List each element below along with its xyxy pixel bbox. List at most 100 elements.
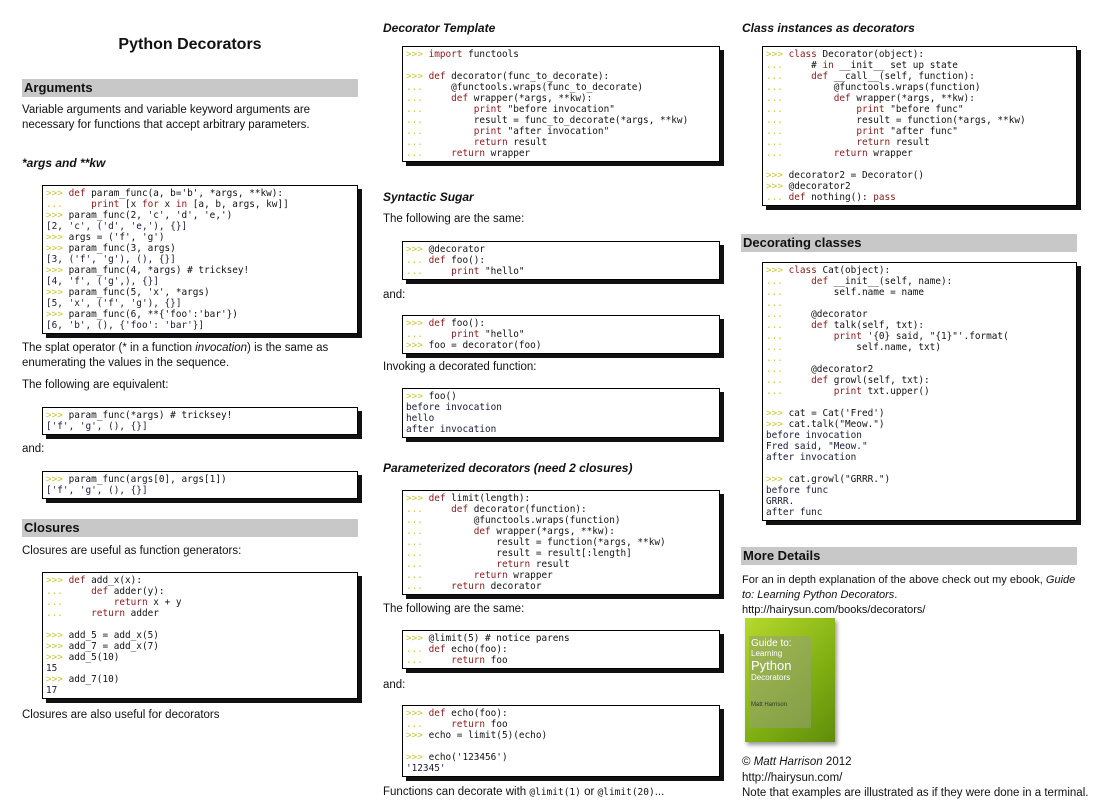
prompt: >>> — [766, 265, 789, 276]
website-link[interactable]: http://hairysun.com/ — [742, 772, 843, 784]
prompt: ... — [766, 375, 789, 386]
output: after invocation — [766, 452, 857, 463]
code-line: '12345' — [406, 763, 716, 774]
code-line: hello — [406, 413, 716, 424]
code-block-closures: >>> def add_x(x):... def adder(y):... re… — [42, 572, 358, 699]
code-line: >>> def decorator(func_to_decorate): — [406, 71, 610, 82]
code-line: ... def echo(foo): — [406, 644, 508, 655]
code-line: before func — [766, 485, 1073, 496]
prompt: ... — [406, 126, 429, 137]
code-line: ... return foo — [406, 719, 508, 730]
code-line: ... def decorator(function): — [406, 504, 587, 515]
code-line: ... print "after invocation" — [406, 126, 610, 137]
code-line: >>> def echo(foo): — [406, 708, 508, 719]
prompt: ... — [766, 320, 789, 331]
equivalent-text: The following are equivalent: — [22, 379, 169, 391]
prompt: >>> — [46, 641, 69, 652]
footer-text-part: ... — [654, 786, 665, 798]
prompt: ... — [766, 148, 789, 159]
code-line: ... print "hello" — [406, 266, 525, 277]
code-line — [406, 741, 716, 752]
output: '12345' — [406, 763, 446, 774]
code-line: ... print "before invocation" — [406, 104, 615, 115]
prompt: ... — [406, 570, 429, 581]
code-block-limit1: >>> @limit(5) # notice parens... def ech… — [402, 630, 720, 669]
instances-title: Class instances as decorators — [742, 21, 915, 35]
code-line: >>> foo() — [406, 391, 457, 402]
prompt: ... — [406, 329, 429, 340]
code-line: >>> cat.growl("GRRR.") — [766, 474, 891, 485]
code-block-params: >>> def param_func(a, b='b', *args, **kw… — [42, 185, 358, 334]
code-line: >>> @limit(5) # notice parens — [406, 633, 570, 644]
code-line: ... print [x for x in [a, b, args, kw]] — [46, 199, 289, 210]
book-cover-author: Matt Harrison — [751, 702, 788, 708]
code-line: ... @decorator — [766, 309, 868, 320]
prompt: ... — [406, 515, 429, 526]
copyright-symbol: © — [742, 756, 751, 768]
code-line: ... def __init__(self, name): — [766, 276, 953, 287]
prompt: ... — [406, 255, 429, 266]
prompt: ... — [766, 93, 789, 104]
code-line: ['f', 'g', (), {}] — [46, 421, 354, 432]
prompt: ... — [766, 115, 789, 126]
prompt: ... — [766, 137, 789, 148]
template-title: Decorator Template — [383, 21, 496, 35]
code-block-equiv2: >>> param_func(args[0], args[1])['f', 'g… — [42, 471, 358, 499]
same-text: The following are the same: — [383, 603, 525, 615]
prompt: >>> — [46, 309, 69, 320]
code-line: [6, 'b', (), {'foo': 'bar'}] — [46, 320, 354, 331]
prompt: >>> — [46, 188, 69, 199]
output: ['f', 'g', (), {}] — [46, 485, 148, 496]
code-line: ... self.name = name — [766, 287, 925, 298]
prompt: >>> — [766, 419, 789, 430]
code-line — [766, 397, 1073, 408]
prompt: >>> — [46, 210, 69, 221]
code-line: ... print "before func" — [766, 104, 964, 115]
splat-text-part: The splat operator (* in a function — [22, 342, 196, 354]
code-block-limit2: >>> def echo(foo):... return foo >>> echo… — [402, 705, 720, 777]
more-details-text: For an in depth explanation of the above… — [742, 573, 1082, 618]
code-block-instances: >>> class Decorator(object):... # in __i… — [762, 46, 1077, 206]
output: 17 — [46, 685, 58, 696]
more-details-header: More Details — [741, 547, 1077, 565]
code-line: [5, 'x', ('f', 'g'), {}] — [46, 298, 354, 309]
code-block-equiv1: >>> param_func(*args) # tricksey!['f', '… — [42, 407, 358, 435]
book-cover-image[interactable]: Guide to: Learning Python Decorators Mat… — [745, 618, 835, 742]
invoking-text: Invoking a decorated function: — [383, 361, 537, 373]
code-line: >>> def add_x(x): — [46, 575, 142, 586]
prompt: >>> — [766, 170, 789, 181]
code-line: GRRR. — [766, 496, 1073, 507]
code-line: ... — [766, 353, 1073, 364]
code-line: ... def adder(y): — [46, 586, 165, 597]
footer-text: Functions can decorate with @limit(1) or… — [383, 785, 664, 800]
code-block-classes: >>> class Cat(object):... def __init__(s… — [762, 262, 1077, 521]
prompt: >>> — [406, 49, 429, 60]
code-line: ... result = func_to_decorate(*args, **k… — [406, 115, 689, 126]
code-line: after invocation — [766, 452, 1073, 463]
more-text-part: . http://hairysun.com/books/decorators/ — [742, 589, 926, 616]
code-line: >>> echo('123456') — [406, 752, 508, 763]
code-line: >>> param_func(3, args) — [46, 243, 176, 254]
output: [6, 'b', (), {'foo': 'bar'}] — [46, 320, 205, 331]
code-line: before invocation — [766, 430, 1073, 441]
code-line: ... print '{0} said, "{1}"'.format( — [766, 331, 1009, 342]
code-line: after invocation — [406, 424, 716, 435]
code-line: >>> def foo(): — [406, 318, 486, 329]
code-line: ... def nothing(): pass — [766, 192, 896, 203]
code-line: >>> param_func(6, **{'foo':'bar'}) — [46, 309, 238, 320]
output: before invocation — [766, 430, 862, 441]
prompt: >>> — [46, 630, 69, 641]
code-line: >>> foo = decorator(foo) — [406, 340, 542, 351]
code-line: ... print "hello" — [406, 329, 525, 340]
splat-text: The splat operator (* in a function invo… — [22, 341, 358, 371]
code-line: ... def wrapper(*args, **kw): — [406, 526, 615, 537]
code-line: ... — [766, 298, 1073, 309]
code-line: 15 — [46, 663, 354, 674]
code-line: >>> class Decorator(object): — [766, 49, 925, 60]
code-block-sugar2: >>> def foo():... print "hello">>> foo =… — [402, 315, 720, 354]
prompt: ... — [406, 148, 429, 159]
and-text: and: — [22, 443, 45, 455]
code-line: >>> add_5 = add_x(5) — [46, 630, 159, 641]
book-cover-text: Python — [751, 658, 792, 673]
output: after func — [766, 507, 823, 518]
